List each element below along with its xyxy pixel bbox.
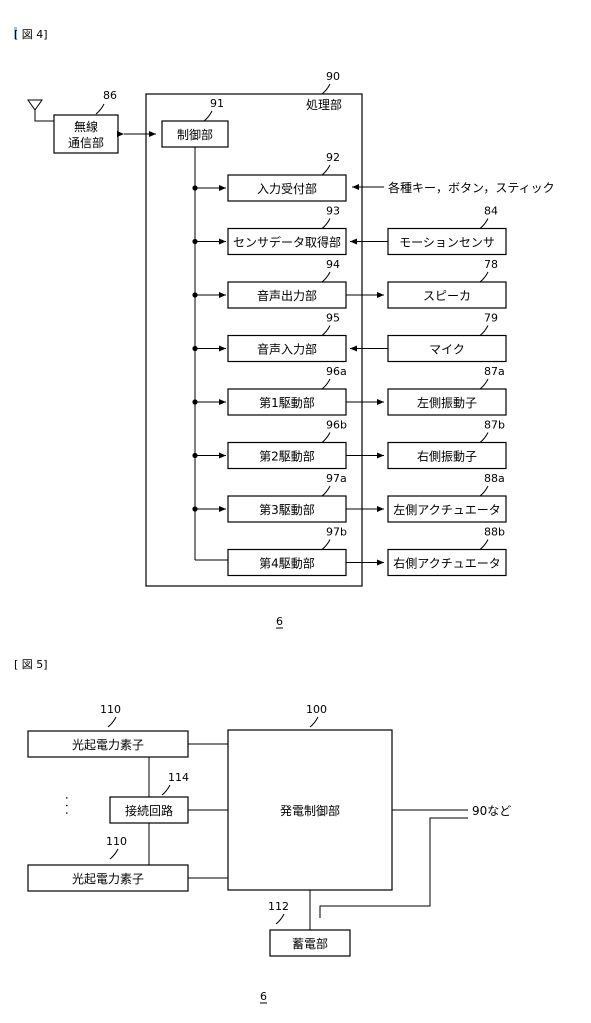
block-ref-0: 92 (326, 151, 340, 164)
block-label-3: 音声入力部 (257, 342, 317, 357)
storage-box (269, 929, 351, 957)
block-ref-1: 93 (326, 205, 340, 218)
figure-4: [ 図 4] 86 無線 通信部 90 処理部 91 制御部 92 入力受付部 93… (14, 27, 555, 629)
block-ref-2: 94 (326, 258, 340, 271)
text-cursor-highlight (14, 27, 17, 39)
device-label-4: 右側振動子 (417, 449, 477, 464)
wireless-comm-box (53, 114, 119, 154)
block-label-7: 第4駆動部 (259, 556, 315, 571)
block-box-1 (227, 227, 347, 256)
storage-ref: 112 (268, 900, 289, 913)
device-box-4 (387, 441, 507, 470)
block-label-0: 入力受付部 (257, 181, 317, 196)
device-label-1: スピーカ (423, 289, 471, 303)
storage-output-line (319, 817, 468, 918)
pv-ref-top: 110 (100, 703, 121, 716)
device-label-0: モーションセンサ (399, 236, 495, 250)
block-box-2 (227, 281, 347, 309)
output-label: 90など (472, 804, 511, 818)
figure-5-heading: [ 図 5] (14, 658, 48, 671)
block-box-3 (227, 334, 347, 363)
gen-control-box (227, 729, 393, 891)
figure-4-device-ref: 6 (276, 615, 283, 628)
processing-unit-ref: 90 (326, 70, 340, 83)
device-ref-4: 87b (484, 419, 505, 432)
gen-control-ref: 100 (306, 703, 327, 716)
input-note: 各種キー，ボタン，スティック (388, 180, 555, 195)
pv-ref-bottom: 110 (106, 835, 127, 848)
block-ref-7: 97b (326, 526, 347, 539)
device-box-2 (387, 334, 507, 363)
device-ref-3: 87a (484, 365, 505, 378)
connection-circuit-label: 接続回路 (125, 803, 173, 818)
device-box-3 (387, 388, 507, 416)
block-ref-6: 97a (326, 472, 347, 485)
block-label-1: センサデータ取得部 (233, 235, 341, 250)
device-ref-6: 88b (484, 526, 505, 539)
antenna-ref-label: 86 (103, 89, 117, 102)
gen-control-label: 発電制御部 (280, 803, 340, 818)
device-box-6 (387, 548, 507, 577)
block-box-5 (227, 441, 347, 470)
device-ref-1: 78 (484, 258, 498, 271)
device-ref-5: 88a (484, 472, 505, 485)
figure-5-device-ref: 6 (260, 990, 267, 1003)
device-ref-0: 84 (484, 205, 498, 218)
device-label-3: 左側振動子 (417, 395, 477, 410)
internal-blocks: 92 入力受付部 93 センサデータ取得部 94 音声出力部 95 音声入力部 96a 第1駆動部… (192, 151, 347, 577)
block-label-2: 音声出力部 (257, 288, 317, 303)
device-label-5: 左側アクチュエータ (393, 502, 500, 517)
control-ref: 91 (210, 97, 224, 110)
control-unit-label: 制御部 (177, 127, 213, 142)
block-label-5: 第2駆動部 (259, 449, 315, 464)
device-label-2: マイク (429, 343, 465, 357)
device-box-1 (387, 281, 507, 309)
figure-4-heading: [ 図 4] (14, 28, 48, 41)
block-box-6 (227, 495, 347, 523)
block-box-0 (227, 174, 347, 202)
block-ref-4: 96a (326, 365, 347, 378)
connection-ref: 114 (168, 771, 189, 784)
wireless-comm-label-line1: 無線 (74, 119, 98, 134)
antenna-icon (27, 99, 54, 122)
device-label-6: 右側アクチュエータ (393, 556, 500, 571)
pv-element-top-box (27, 730, 189, 758)
pv-ellipsis: . . . (63, 796, 77, 815)
figure-5: [ 図 5] 110 光起電力素子 110 光起電力素子 . . . 114 接… (14, 658, 511, 1004)
block-label-4: 第1駆動部 (259, 395, 315, 410)
wireless-comm-label-line2: 通信部 (68, 135, 104, 150)
control-unit-box (161, 120, 229, 148)
block-ref-5: 96b (326, 419, 347, 432)
block-label-6: 第3駆動部 (259, 502, 315, 517)
pv-element-top-label: 光起電力素子 (72, 738, 144, 752)
processing-unit-label: 処理部 (306, 97, 342, 112)
device-box-5 (387, 495, 507, 523)
pv-element-bottom-label: 光起電力素子 (72, 872, 144, 886)
storage-label: 蓄電部 (292, 936, 328, 951)
block-ref-3: 95 (326, 312, 340, 325)
device-ref-2: 79 (484, 312, 498, 325)
external-devices: 84 モーションセンサ 78 スピーカ 79 マイク 87a 左側振動子 87b 右側振動子 88a… (346, 205, 507, 577)
